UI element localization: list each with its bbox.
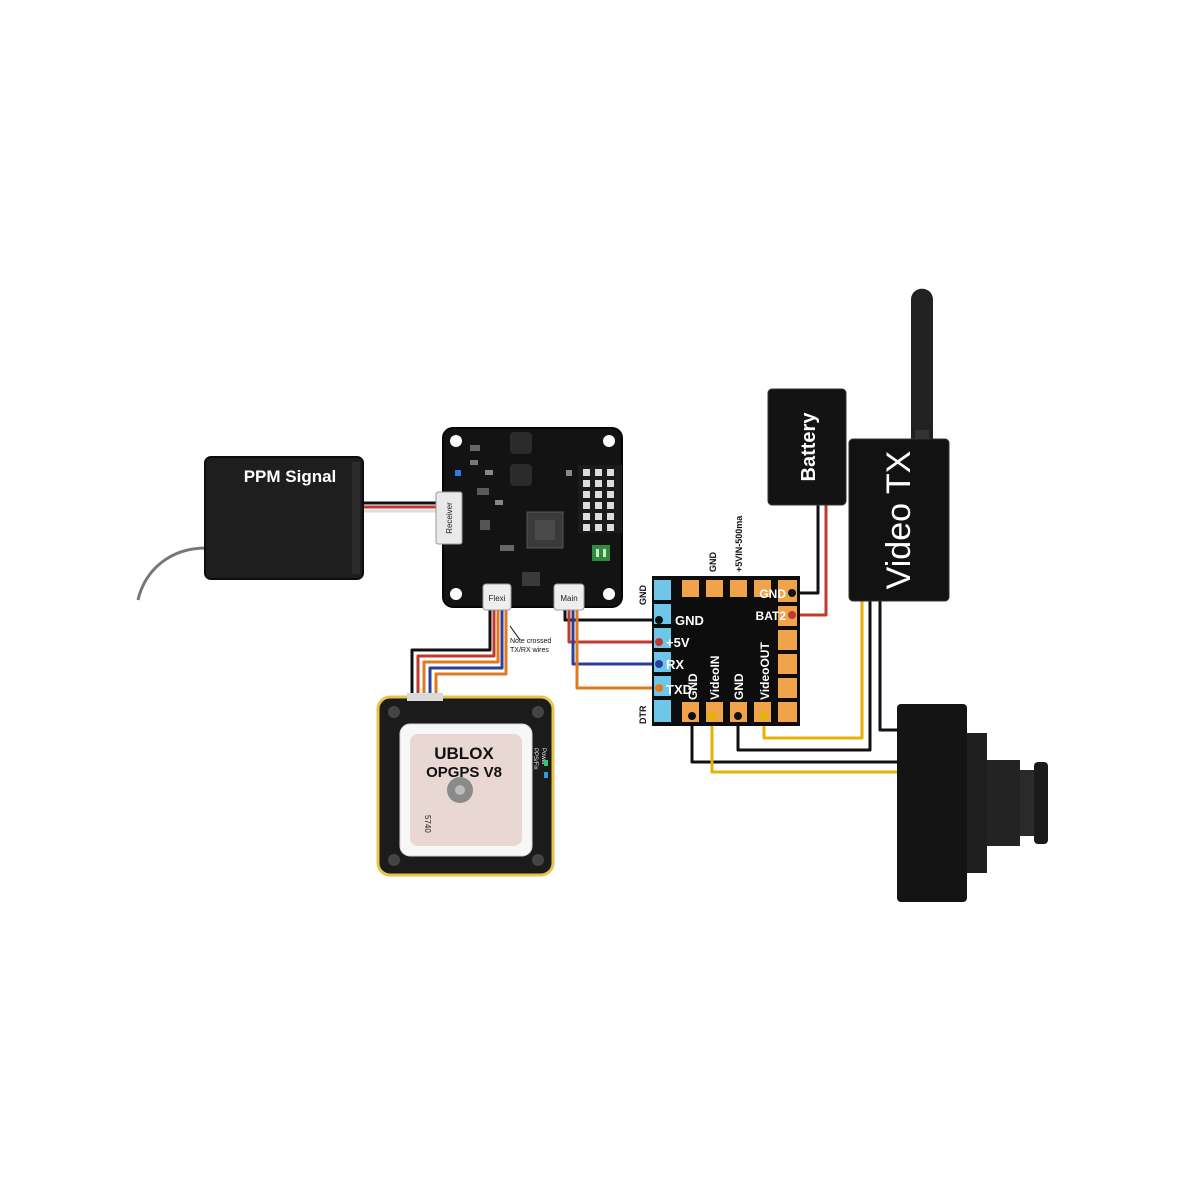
osd-pin-txd: TXD xyxy=(666,682,692,697)
video-out-wire xyxy=(762,598,864,740)
receiver-antenna xyxy=(136,546,207,601)
osd-pin-video-gnd: GND xyxy=(686,673,700,700)
main-wire-red xyxy=(567,608,660,644)
gps-wire-red xyxy=(416,608,496,697)
gps-wire-orange2 xyxy=(434,608,508,697)
main-wire-orange xyxy=(575,608,660,690)
gps-title-line2: OPGPS V8 xyxy=(426,764,502,781)
receiver-label: PPM Signal xyxy=(244,467,337,486)
battery-wire-red xyxy=(791,503,828,617)
receiver-port-label: Receiver xyxy=(445,502,454,534)
gps-led-fix: PPS/Fix xyxy=(532,748,538,770)
gps-title-line1: UBLOX xyxy=(434,744,494,763)
osd-pin-videoin: VideoIN xyxy=(708,656,722,700)
osd-outer-gnd-left: GND xyxy=(638,585,648,606)
osd-pin-gnd-right: GND xyxy=(759,587,786,601)
main-wire-blue xyxy=(571,608,660,666)
camera-power-wire xyxy=(878,598,902,732)
flexi-port-label: Flexi xyxy=(489,594,506,603)
osd-gnd2-wire xyxy=(736,598,872,752)
video-transmitter: Video TX xyxy=(848,288,950,602)
flight-controller-board: Receiver xyxy=(435,427,623,654)
ppm-receiver: PPM Signal xyxy=(136,456,364,601)
osd-gnd-wire xyxy=(690,714,902,764)
battery: Battery xyxy=(767,388,847,506)
gps-wire-black xyxy=(410,608,492,697)
osd-pin-gnd: GND xyxy=(675,613,704,628)
osd-pin-video-gnd2: GND xyxy=(732,673,746,700)
gps-module: UBLOX OPGPS V8 5740 Power PPS/Fix xyxy=(376,693,555,877)
vtx-antenna xyxy=(911,288,933,440)
gps-code: 5740 xyxy=(423,815,432,833)
note-line2: TX/RX wires xyxy=(510,647,549,654)
flexi-port xyxy=(482,583,512,611)
osd-pin-videoout: VideoOUT xyxy=(758,642,772,700)
receiver-port xyxy=(435,491,463,545)
note-arrow xyxy=(509,625,521,641)
gps-led-power: Power xyxy=(540,748,546,765)
wires xyxy=(358,501,902,774)
main-port-label: Main xyxy=(560,594,577,603)
battery-label: Battery xyxy=(798,412,820,482)
note-line1: Note crossed xyxy=(510,638,551,645)
main-wire-black xyxy=(563,608,660,622)
vtx-label: Video TX xyxy=(880,451,918,590)
osd-board: GND +5V RX TXD GND BAT2 GND VideoIN GND … xyxy=(638,515,800,726)
main-port xyxy=(553,583,585,611)
osd-outer-dtr: DTR xyxy=(638,705,648,724)
camera xyxy=(897,704,1048,902)
osd-outer-5vin: +5VIN-500ma xyxy=(734,515,744,572)
servo-header xyxy=(578,465,622,533)
osd-pin-5v: +5V xyxy=(666,635,690,650)
video-in-wire xyxy=(710,714,902,774)
osd-pin-bat2: BAT2 xyxy=(756,609,787,623)
battery-wire-black xyxy=(791,503,820,595)
gps-wire-orange xyxy=(422,608,500,697)
osd-outer-gnd-top: GND xyxy=(708,552,718,573)
osd-pin-rx: RX xyxy=(666,657,684,672)
gps-wire-blue xyxy=(428,608,504,697)
